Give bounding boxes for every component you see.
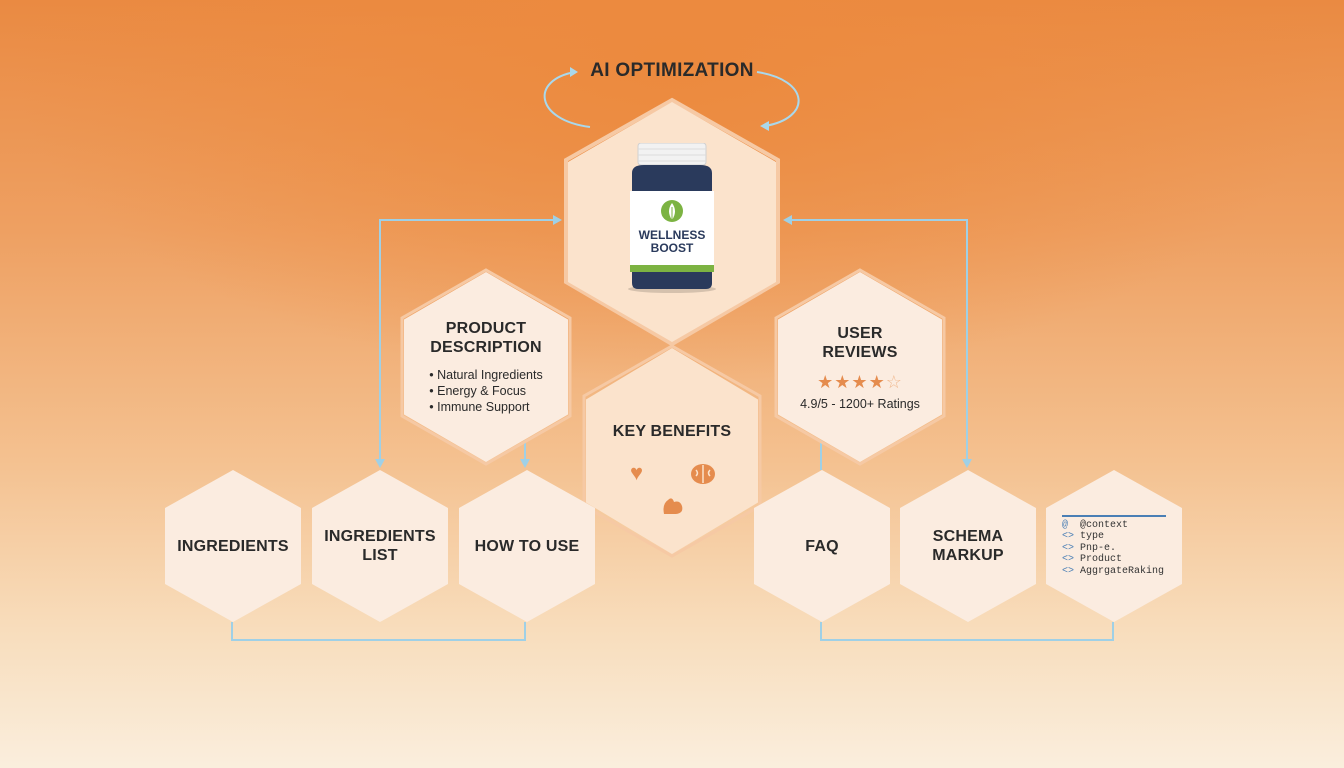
connector-bottom-right — [820, 622, 1114, 641]
star-icon: ★ — [817, 371, 835, 392]
central-hex-border — [564, 97, 780, 347]
code-icon: <> — [1062, 531, 1075, 543]
diagram-title: AI OPTIMIZATION — [590, 60, 754, 81]
brain-icon — [691, 464, 715, 484]
star-icon: ★ — [851, 371, 869, 392]
product-name: WELLNESS BOOST — [638, 228, 706, 255]
bullet-item: Energy & Focus — [429, 383, 542, 399]
star-icon: ★ — [834, 371, 852, 392]
star-icon: ★ — [868, 371, 886, 392]
half-star-icon: ☆ — [885, 371, 903, 392]
cycle-arrow-left — [543, 71, 591, 128]
benefit-icons: ♥ — [586, 456, 758, 516]
schema-markup-title: SCHEMA MARKUP — [932, 528, 1004, 564]
connector-bottom-left — [231, 622, 526, 641]
bullet-item: Natural Ingredients — [429, 367, 543, 383]
code-icon: <> — [1062, 565, 1075, 577]
product-description-title: PRODUCT DESCRIPTION — [430, 320, 542, 356]
cycle-arrow-right — [756, 71, 800, 127]
connector-left-top — [379, 219, 560, 466]
product-description-bullets: Natural Ingredients Energy & Focus Immun… — [429, 367, 543, 415]
supplement-bottle: WELLNESS BOOST — [622, 142, 722, 293]
how-to-use-title: HOW TO USE — [474, 537, 580, 555]
code-icon: <> — [1062, 554, 1075, 566]
bullet-item: Immune Support — [429, 399, 542, 415]
schema-code-snippet: @@context <>type <>Pnp-e. <>Product <>Ag… — [1062, 514, 1166, 578]
heart-icon: ♥ — [630, 460, 644, 485]
user-reviews-title: USER REVIEWS — [822, 324, 898, 361]
rating-text: 4.9/5 - 1200+ Ratings — [800, 396, 920, 411]
key-benefits-title: KEY BENEFITS — [612, 422, 732, 440]
ingredients-list-title: INGREDIENTS LIST — [324, 528, 436, 564]
cycle-arrow-right-head — [760, 121, 769, 131]
faq-title: FAQ — [805, 537, 839, 555]
connector-right-top — [785, 219, 968, 466]
ingredients-title: INGREDIENTS — [177, 537, 289, 555]
cycle-arrow-left-head — [570, 67, 578, 77]
muscle-icon — [663, 498, 683, 514]
code-icon: <> — [1062, 542, 1075, 554]
star-rating: ★★★★☆ — [817, 372, 903, 393]
at-icon: @ — [1062, 519, 1069, 531]
